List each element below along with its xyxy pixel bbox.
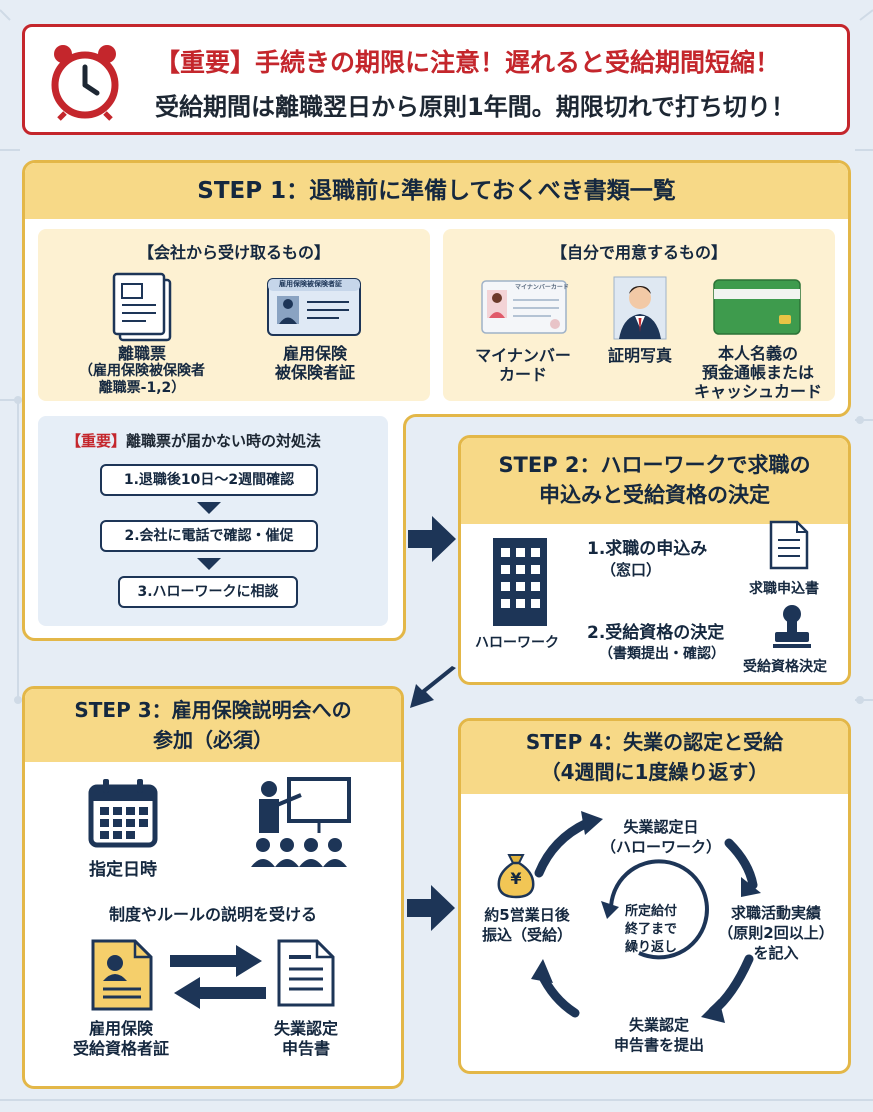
separation-notice-item: 離職票 （雇用保険被保険者 離職票-1,2） xyxy=(68,344,216,397)
eligibility-certificate-line1: 雇用保険 xyxy=(88,1019,153,1038)
scheduled-date-label: 指定日時 xyxy=(89,860,157,880)
yen-symbol: ¥ xyxy=(510,869,522,888)
stamp-icon xyxy=(773,605,811,648)
bank-card-label2: 預金通帳または xyxy=(701,363,814,382)
bank-card-icon xyxy=(713,279,801,335)
declaration-form-line2: 申告書 xyxy=(281,1039,330,1058)
application-form-icon xyxy=(769,520,809,570)
calendar-icon xyxy=(88,779,158,848)
explanation-text: 制度やルールの説明を受ける xyxy=(108,905,317,924)
step4-panel: STEP 4：失業の認定と受給 （4週間に1度繰り返す） ¥ 失業認定日 （ハロ… xyxy=(458,718,851,1074)
separation-notice-label: 離職票 xyxy=(117,344,166,363)
trouble-step-3: 3.ハローワークに相談 xyxy=(118,576,298,608)
declaration-form-label: 失業認定 申告書 xyxy=(251,1019,361,1059)
document-stack-icon xyxy=(112,272,172,342)
company-documents-box: 【会社から受け取るもの】 xyxy=(38,229,430,401)
job-search-record-line1: 求職活動実績 xyxy=(730,904,821,922)
insurance-card-text: 雇用保険被保険者証 xyxy=(279,280,342,288)
payment-transfer: 約5営業日後 振込（受給） xyxy=(467,905,587,945)
eligibility-sub: （書類提出・確認） xyxy=(599,646,725,662)
step2-title-line1: STEP 2：ハローワークで求職の xyxy=(498,453,811,477)
my-number-card-text: マイナンバーカード xyxy=(515,284,569,291)
important-tag: 【重要】 xyxy=(66,432,127,450)
step3-title-line1: STEP 3：雇用保険説明会への xyxy=(74,698,352,722)
application-form-label: 求職申込書 xyxy=(749,581,819,597)
step4-title-line2: （4週間に1度繰り返す） xyxy=(540,760,769,784)
id-photo-item: 証明写真 xyxy=(590,346,690,365)
self-prepared-heading: 【自分で用意するもの】 xyxy=(550,243,727,262)
certification-day-line2: （ハローワーク） xyxy=(600,838,721,856)
company-documents-heading: 【会社から受け取るもの】 xyxy=(137,243,330,262)
step3-panel: STEP 3：雇用保険説明会への 参加（必須） 指定日時 制度やルールの説明を受… xyxy=(22,686,404,1089)
certification-day-line1: 失業認定日 xyxy=(623,818,699,836)
job-search-record-line3: を記入 xyxy=(753,944,799,962)
step1-title: STEP 1：退職前に準備しておくべき書類一覧 xyxy=(25,163,848,219)
id-card-icon xyxy=(267,278,361,336)
missing-notice-heading: 【重要】離職票が届かない時の対処法 xyxy=(66,430,321,451)
job-application-title: 1.求職の申込み xyxy=(587,539,708,559)
step4-title-line1: STEP 4：失業の認定と受給 xyxy=(525,730,784,754)
right-arrow-icon xyxy=(408,516,456,562)
cycle-arrows xyxy=(531,811,761,1023)
bank-card-label1: 本人名義の xyxy=(717,344,798,363)
missing-notice-title: 離職票が届かない時の対処法 xyxy=(126,432,322,450)
declaration-form-icon xyxy=(277,939,335,1007)
id-photo-label: 証明写真 xyxy=(607,346,672,365)
job-application-sub: （窓口） xyxy=(601,561,662,579)
certification-day: 失業認定日 （ハローワーク） xyxy=(591,817,731,857)
my-number-card-label1: マイナンバー xyxy=(475,346,571,365)
banner-subtitle: 受給期間は離職翌日から原則1年間。期限切れで打ち切り！ xyxy=(155,93,795,121)
step2-title-line2: 申込みと受給資格の決定 xyxy=(539,483,770,507)
my-number-card-icon xyxy=(481,280,567,334)
job-search-record-line2: （原則2回以上） xyxy=(718,924,834,942)
repeat-note-line3: 繰り返し xyxy=(624,940,677,955)
separation-notice-sub1: （雇用保険被保険者 xyxy=(79,363,205,379)
banner-title: 【重要】手続きの期限に注意！遅れると受給期間短縮！ xyxy=(155,48,781,77)
step3-title-line2: 参加（必須） xyxy=(153,728,273,752)
declaration-form-line1: 失業認定 xyxy=(273,1019,338,1038)
bank-card-label3: キャッシュカード xyxy=(693,382,822,401)
building-icon xyxy=(493,538,547,626)
down-arrow-icon xyxy=(197,502,221,514)
trouble-step-2: 2.会社に電話で確認・催促 xyxy=(100,520,318,552)
repeat-note: 所定給付 終了まで 繰り返し xyxy=(611,903,691,957)
eligibility-certificate-line2: 受給資格者証 xyxy=(72,1039,169,1058)
payment-transfer-line1: 約5営業日後 xyxy=(484,906,570,924)
submit-declaration-line1: 失業認定 xyxy=(628,1016,689,1034)
step4-header: STEP 4：失業の認定と受給 （4週間に1度繰り返す） xyxy=(461,721,848,794)
hello-work-label: ハローワーク xyxy=(475,635,559,651)
step2-header: STEP 2：ハローワークで求職の 申込みと受給資格の決定 xyxy=(461,438,848,524)
insurance-card-label1: 雇用保険 xyxy=(282,344,347,363)
exchange-arrows-icon xyxy=(170,945,266,1009)
diagonal-arrow-icon xyxy=(410,666,456,708)
step3-header: STEP 3：雇用保険説明会への 参加（必須） xyxy=(25,689,401,762)
my-number-card-label2: カード xyxy=(498,365,547,384)
step2-panel: STEP 2：ハローワークで求職の 申込みと受給資格の決定 ハローワーク 1.求… xyxy=(458,435,851,685)
eligibility-decision-label: 受給資格決定 xyxy=(743,659,827,675)
money-bag-icon xyxy=(497,854,535,899)
certificate-icon xyxy=(91,939,153,1011)
separation-notice-sub2: 離職票-1,2） xyxy=(98,380,186,396)
down-arrow-icon xyxy=(197,558,221,570)
eligibility-certificate-label: 雇用保険 受給資格者証 xyxy=(51,1019,191,1059)
deadline-warning-banner: 【重要】手続きの期限に注意！遅れると受給期間短縮！ 受給期間は離職翌日から原則1… xyxy=(22,24,850,135)
alarm-clock-icon xyxy=(51,45,119,121)
presentation-icon xyxy=(251,777,351,867)
trouble-step-1: 1.退職後10日〜2週間確認 xyxy=(100,464,318,496)
right-arrow-icon xyxy=(407,885,455,931)
my-number-card-item: マイナンバー カード xyxy=(458,346,588,384)
bank-card-item: 本人名義の 預金通帳または キャッシュカード xyxy=(690,344,826,401)
insurance-card-label2: 被保険者証 xyxy=(274,363,355,382)
missing-notice-box: 【重要】離職票が届かない時の対処法 1.退職後10日〜2週間確認 2.会社に電話… xyxy=(38,416,388,626)
repeat-note-line1: 所定給付 xyxy=(624,904,677,919)
repeat-note-line2: 終了まで xyxy=(624,922,677,937)
id-photo-icon xyxy=(613,276,667,340)
payment-transfer-line2: 振込（受給） xyxy=(481,926,572,944)
submit-declaration-line2: 申告書を提出 xyxy=(613,1036,704,1054)
submit-declaration: 失業認定 申告書を提出 xyxy=(589,1015,729,1055)
insurance-card-item: 雇用保険 被保険者証 xyxy=(250,344,380,382)
job-search-record: 求職活動実績 （原則2回以上） を記入 xyxy=(711,903,841,963)
eligibility-title: 2.受給資格の決定 xyxy=(587,623,725,643)
